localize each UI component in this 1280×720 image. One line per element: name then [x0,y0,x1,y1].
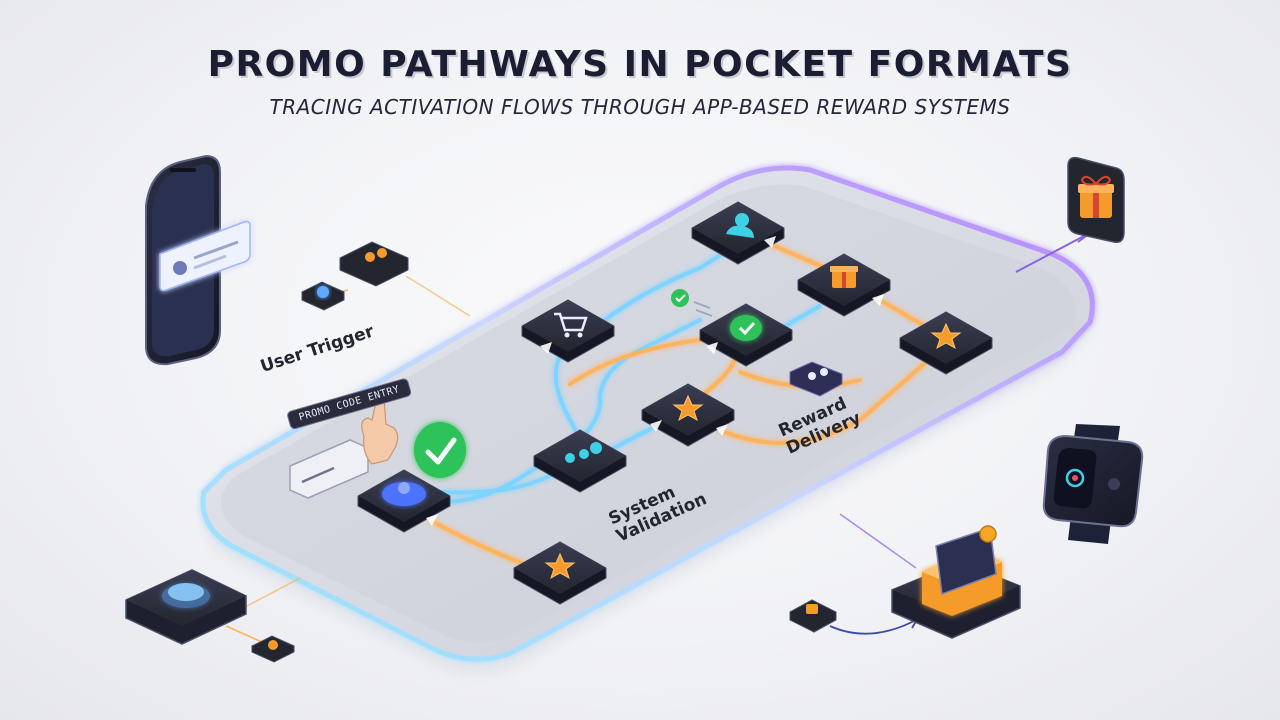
sat-tile-users [339,241,409,287]
page-subtitle: TRACING ACTIVATION FLOWS THROUGH APP-BAS… [269,95,1011,119]
sat-tile-blue [301,281,345,311]
user-profile-node [533,429,627,493]
check-node [699,303,793,367]
final-star-node [899,311,993,375]
arrowheads [426,236,884,526]
notification-card [159,220,251,292]
page-title: PROMO PATHWAYS IN POCKET FORMATS [207,44,1073,85]
promo-input-box [289,439,369,499]
validation-star-node [513,541,607,605]
mini-check-badge [671,289,713,317]
sat-tile-people [789,361,843,397]
sat-tile-orange-b [789,599,837,633]
device-pad [125,569,247,645]
pointing-hand-icon [361,396,399,465]
gift-node [797,253,891,317]
sat-tile-orange-a [251,635,295,663]
reward-star-node [641,383,735,447]
gift-card-tile [1067,156,1125,244]
smartwatch [1042,424,1144,544]
validation-check-badge [414,422,466,478]
wallet-box [891,525,1021,639]
user-input-node [357,469,451,533]
account-node [691,201,785,265]
